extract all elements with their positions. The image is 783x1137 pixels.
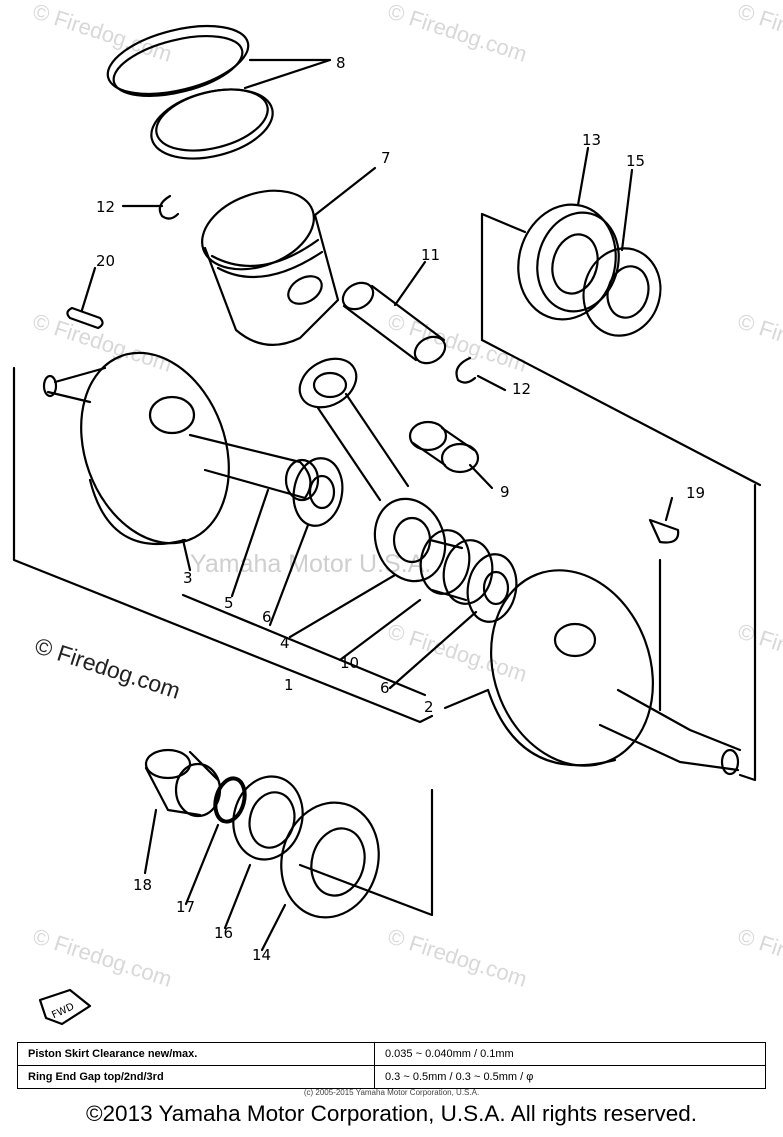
spec-label: Piston Skirt Clearance new/max. (17, 1042, 375, 1066)
callout-9: 8 (336, 54, 346, 72)
small-copyright: (c) 2005-2015 Yamaha Motor Corporation, … (303, 1088, 480, 1097)
callout-10: 9 (500, 483, 510, 501)
woodruff-key-part (648, 518, 680, 544)
parts-diagram: © Firedog.com © Firedog.com © Firedog.co… (12, 0, 783, 1026)
callout-18: 18 (133, 876, 152, 894)
callout-17: 17 (176, 898, 195, 916)
callout-12-bottom: 12 (512, 380, 531, 398)
callout-6-left: 6 (262, 608, 272, 626)
callout-3: 3 (183, 569, 193, 587)
callout-19: 19 (686, 484, 705, 502)
dowel-pin-part (66, 306, 104, 330)
callout-5: 5 (224, 594, 234, 612)
spec-value: 0.035 ~ 0.040mm / 0.1mm (374, 1042, 766, 1066)
fwd-arrow-icon (38, 988, 92, 1026)
copyright-notice: ©2013 Yamaha Motor Corporation, U.S.A. A… (85, 1101, 698, 1126)
spec-label: Ring End Gap top/2nd/3rd (17, 1065, 375, 1089)
crank-left-part (42, 351, 230, 546)
callout-12-top: 12 (96, 198, 115, 216)
callout-20: 20 (96, 252, 115, 270)
table-row: Piston Skirt Clearance new/max. 0.035 ~ … (17, 1042, 766, 1066)
circlip-part (455, 356, 477, 384)
circlip-17-part (213, 776, 247, 824)
sleeve-18-part (144, 748, 222, 818)
table-row: Ring End Gap top/2nd/3rd 0.3 ~ 0.5mm / 0… (17, 1065, 766, 1089)
callout-14: 14 (252, 946, 271, 964)
callout-15: 15 (626, 152, 645, 170)
callout-6-right: 6 (380, 679, 390, 697)
big-end-bearing-part (419, 529, 494, 605)
thrust-washer-part (292, 457, 344, 527)
connecting-rod-part (298, 357, 447, 583)
circlip-part (158, 194, 180, 220)
bearing-14-part (280, 801, 380, 919)
callout-11: 11 (421, 246, 440, 264)
piston-part (201, 189, 340, 346)
callout-1: 1 (284, 676, 294, 694)
small-end-bearing-part (408, 420, 480, 474)
callout-2: 2 (424, 698, 434, 716)
callout-7: 10 (340, 654, 359, 672)
piston-pin-part (341, 281, 447, 365)
callout-16: 16 (214, 924, 233, 942)
callout-8: 7 (381, 149, 391, 167)
crank-pin-part (188, 433, 320, 502)
spec-table: Piston Skirt Clearance new/max. 0.035 ~ … (17, 1042, 766, 1089)
watermark-center: Yamaha Motor U.S.A. (190, 550, 432, 578)
callout-4: 4 (280, 634, 290, 652)
callout-13: 13 (582, 131, 601, 149)
crank-right-part (486, 569, 742, 776)
thrust-washer-part (466, 553, 518, 623)
piston-rings-part (106, 24, 274, 160)
exploded-view-drawing: 8 7 12 20 11 12 13 15 9 19 3 5 6 4 10 1 … (12, 24, 762, 1026)
oil-seal-15-part (582, 247, 662, 337)
spec-value: 0.3 ~ 0.5mm / 0.3 ~ 0.5mm / φ (374, 1065, 766, 1089)
